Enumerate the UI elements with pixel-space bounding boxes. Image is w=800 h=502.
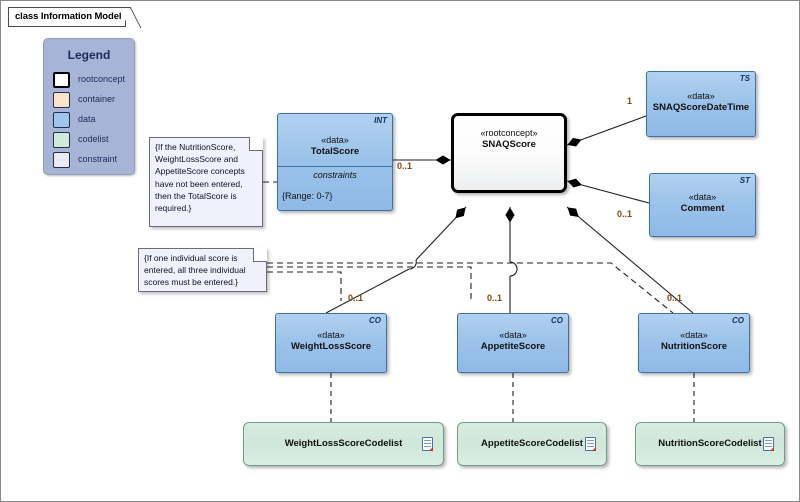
class-nutritionscore-type-tag: CO [732, 316, 744, 325]
class-totalscore-name: TotalScore [310, 146, 360, 157]
legend-panel: Legend rootconcept container data codeli… [43, 38, 135, 175]
document-icon [762, 437, 775, 452]
frame-tab-corner [118, 7, 142, 28]
note-totalscore-constraint: {If the NutritionScore, WeightLossScore … [149, 137, 263, 227]
legend-swatch-container [53, 92, 70, 108]
codelist-appetitescorecodelist[interactable]: AppetiteScoreCodelist [457, 422, 607, 466]
legend-swatch-constraint [53, 152, 70, 168]
class-snaqscoredatetime-type-tag: TS [739, 74, 750, 83]
class-snaqscoredatetime-stereotype: «data» [687, 91, 715, 101]
multiplicity-weightlossscore: 0..1 [348, 293, 364, 303]
class-comment-type-tag: ST [739, 176, 750, 185]
multiplicity-nutritionscore: 0..1 [667, 293, 683, 303]
legend-swatch-data [53, 112, 70, 128]
note-individual-scores-constraint: {If one individual score is entered, all… [138, 248, 267, 292]
multiplicity-snaqscoredatetime: 1 [627, 96, 633, 106]
class-totalscore-constraints-header: constraints [313, 170, 357, 180]
class-weightlossscore-name: WeightLossScore [290, 341, 372, 352]
class-appetitescore-type-tag: CO [551, 316, 563, 325]
class-totalscore-stereotype: «data» [321, 135, 349, 145]
class-nutritionscore-name: NutritionScore [661, 341, 727, 352]
class-snaqscoredatetime-name: SNAQScoreDateTime [652, 102, 750, 113]
assoc-weightlossscore-upper [415, 206, 467, 261]
link-note-nutritionscore [267, 262, 674, 314]
note-fold-corner [253, 248, 267, 262]
codelist-weightlossscorecodelist-name: WeightLossScoreCodelist [284, 438, 403, 449]
legend-label-data: data [78, 114, 96, 124]
class-weightlossscore-type-tag: CO [369, 316, 381, 325]
class-appetitescore[interactable]: CO «data» AppetiteScore [457, 313, 569, 373]
note-fold-corner [249, 137, 263, 151]
class-totalscore-separator [278, 166, 392, 167]
class-comment-stereotype: «data» [688, 192, 717, 202]
class-snaqscore[interactable]: «rootconcept» SNAQScore [451, 113, 567, 193]
multiplicity-comment: 0..1 [617, 209, 633, 219]
multiplicity-appetitescore: 0..1 [487, 293, 503, 303]
codelist-nutritionscorecodelist-name: NutritionScoreCodelist [658, 438, 762, 449]
class-snaqscore-stereotype: «rootconcept» [480, 128, 538, 138]
class-totalscore-constraints-value: {Range: 0-7} [282, 191, 333, 201]
class-appetitescore-name: AppetiteScore [480, 341, 546, 352]
assoc-weightlossscore-jump [408, 259, 417, 270]
assoc-weightlossscore-lower [325, 268, 410, 314]
codelist-weightlossscorecodelist[interactable]: WeightLossScoreCodelist [243, 422, 444, 466]
legend-title: Legend [67, 48, 111, 62]
class-snaqscoredatetime[interactable]: TS «data» SNAQScoreDateTime [646, 71, 756, 137]
frame-title: class Information Model [15, 11, 122, 22]
document-icon [584, 437, 597, 452]
legend-label-container: container [78, 94, 116, 104]
legend-label-codelist: codelist [78, 134, 109, 144]
link-note-appetitescore [267, 266, 472, 301]
note-individual-scores-text: {If one individual score is entered, all… [144, 253, 246, 288]
class-weightlossscore[interactable]: CO «data» WeightLossScore [275, 313, 387, 373]
assoc-snaqscoredatetime [566, 115, 647, 147]
legend-label-constraint: constraint [78, 154, 118, 164]
class-totalscore[interactable]: INT «data» TotalScore constraints {Range… [277, 113, 393, 211]
class-weightlossscore-stereotype: «data» [317, 330, 345, 340]
assoc-appetitescore-jump [509, 261, 518, 277]
class-comment[interactable]: ST «data» Comment [649, 173, 756, 237]
class-comment-name: Comment [680, 203, 725, 214]
class-nutritionscore-stereotype: «data» [680, 330, 708, 340]
diagram-frame-tab: class Information Model [8, 7, 142, 28]
link-note-weightlossscore [267, 271, 342, 301]
codelist-nutritionscorecodelist[interactable]: NutritionScoreCodelist [635, 422, 785, 466]
multiplicity-totalscore: 0..1 [397, 161, 413, 171]
assoc-comment [566, 178, 650, 204]
class-totalscore-type-tag: INT [374, 116, 387, 125]
legend-label-rootconcept: rootconcept [78, 74, 126, 84]
class-appetitescore-stereotype: «data» [499, 330, 527, 340]
note-totalscore-text: {If the NutritionScore, WeightLossScore … [155, 142, 245, 214]
document-icon [421, 437, 434, 452]
legend-swatch-rootconcept [53, 72, 70, 88]
legend-swatch-codelist [53, 132, 70, 148]
class-nutritionscore[interactable]: CO «data» NutritionScore [638, 313, 750, 373]
class-snaqscore-name: SNAQScore [482, 139, 536, 150]
codelist-appetitescorecodelist-name: AppetiteScoreCodelist [481, 438, 583, 449]
